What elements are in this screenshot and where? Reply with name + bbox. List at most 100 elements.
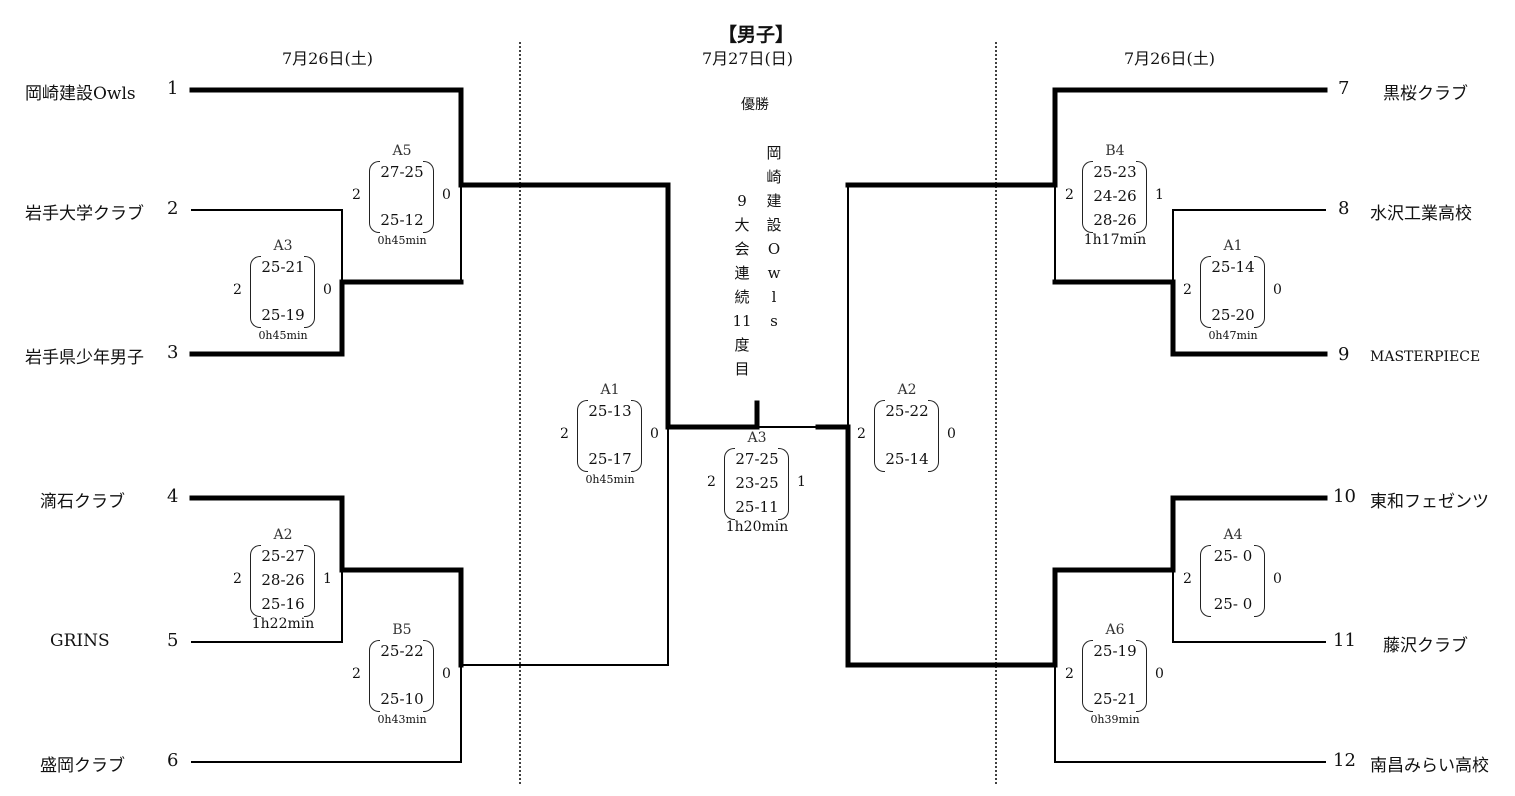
match-code: A2: [273, 527, 293, 543]
sets-won-right: 0: [1273, 282, 1282, 298]
team-seed: 2: [167, 198, 179, 219]
set-score: 25-19: [261, 306, 305, 324]
sets-won-right: 0: [442, 187, 451, 203]
champion-note-char: 会: [734, 240, 750, 258]
champion-note-char: 9: [737, 192, 747, 210]
team-seed: 7: [1338, 78, 1350, 99]
sets-won-left: 2: [1065, 187, 1074, 203]
date-center: 7月27日(日): [702, 49, 794, 68]
set-score: 25-13: [588, 402, 632, 420]
champion-name-char: l: [771, 288, 777, 306]
match-duration: 0h45min: [585, 473, 635, 486]
sets-won-right: 0: [947, 426, 956, 442]
set-score: 25-22: [380, 642, 424, 660]
team-name: 黒桜クラブ: [1383, 84, 1468, 104]
set-score: 25-23: [1093, 163, 1137, 181]
set-score: 25-10: [380, 690, 424, 708]
set-score: 28-26: [261, 571, 305, 589]
champion-note-char: 連: [734, 264, 750, 282]
team-seed: 4: [167, 486, 179, 507]
set-score: 25-21: [1093, 690, 1137, 708]
sets-won-right: 0: [1273, 571, 1282, 587]
sets-won-right: 0: [1155, 666, 1164, 682]
team-seed: 11: [1333, 630, 1356, 651]
date-left: 7月26日(土): [282, 49, 374, 68]
set-score: 25- 0: [1213, 595, 1253, 613]
match-code: A2: [897, 382, 917, 398]
team-name: 岩手県少年男子: [25, 348, 144, 368]
match-code: B4: [1105, 143, 1125, 159]
page-title: 【男子】: [718, 24, 795, 46]
champion-name-char: 崎: [766, 168, 782, 186]
sets-won-left: 2: [352, 187, 361, 203]
team-seed: 3: [167, 342, 179, 363]
team-name: 盛岡クラブ: [40, 756, 125, 776]
match-code: A1: [600, 382, 620, 398]
date-right: 7月26日(土): [1124, 49, 1216, 68]
set-score: 24-26: [1093, 187, 1137, 205]
set-score: 25-16: [261, 595, 305, 613]
set-score: 25-14: [885, 450, 929, 468]
set-score: 25-20: [1211, 306, 1255, 324]
team-name: 南昌みらい高校: [1370, 756, 1489, 776]
champion-name-char: O: [767, 240, 781, 258]
team-seed: 8: [1338, 198, 1350, 219]
team-seed: 9: [1338, 344, 1350, 365]
champion-name-char: 設: [766, 216, 782, 234]
sets-won-left: 2: [233, 571, 242, 587]
champion-note-char: 大: [734, 216, 750, 234]
match-duration: 0h39min: [1090, 713, 1140, 726]
sets-won-right: 1: [1155, 187, 1164, 203]
sets-won-left: 2: [352, 666, 361, 682]
sets-won-left: 2: [560, 426, 569, 442]
team-name: 東和フェゼンツ: [1370, 492, 1489, 512]
match-code: A3: [747, 430, 767, 446]
match-duration: 0h45min: [377, 234, 427, 247]
set-score: 27-25: [380, 163, 424, 181]
sets-won-left: 2: [1183, 571, 1192, 587]
set-score: 25-11: [735, 498, 779, 516]
sets-won-right: 0: [442, 666, 451, 682]
set-score: 25-14: [1211, 258, 1255, 276]
match-code: A6: [1105, 622, 1125, 638]
sets-won-left: 2: [1065, 666, 1074, 682]
champion-label: 優勝: [741, 97, 769, 113]
match-duration: 0h43min: [377, 713, 427, 726]
team-name: 岩手大学クラブ: [25, 204, 144, 224]
champion-note-char: 度: [734, 336, 750, 354]
team-name: 藤沢クラブ: [1383, 636, 1468, 656]
sets-won-right: 0: [323, 282, 332, 298]
match-duration: 0h45min: [258, 329, 308, 342]
team-name: 岡崎建設Owls: [25, 84, 136, 104]
match-code: A5: [392, 143, 412, 159]
team-name: MASTERPIECE: [1370, 349, 1481, 365]
team-seed: 1: [167, 78, 179, 99]
sets-won-right: 1: [323, 571, 332, 587]
champion-name-char: 建: [766, 192, 782, 210]
champion-name-char: s: [770, 312, 778, 330]
match-duration: 1h17min: [1083, 232, 1147, 248]
match-code: A3: [273, 238, 293, 254]
set-score: 25-22: [885, 402, 929, 420]
champion-note-char: 続: [734, 288, 750, 306]
champion-note-char: 目: [734, 360, 750, 378]
champion-name-char: w: [767, 264, 781, 282]
set-score: 25-12: [380, 211, 424, 229]
set-score: 23-25: [735, 474, 779, 492]
sets-won-left: 2: [1183, 282, 1192, 298]
sets-won-left: 2: [857, 426, 866, 442]
team-seed: 12: [1333, 750, 1356, 771]
match-duration: 1h20min: [725, 519, 789, 535]
set-score: 25-27: [261, 547, 305, 565]
match-duration: 0h47min: [1208, 329, 1258, 342]
team-name: 滴石クラブ: [40, 492, 125, 512]
match-duration: 1h22min: [251, 616, 315, 632]
sets-won-right: 1: [797, 474, 806, 490]
champion-note-char: 11: [732, 312, 752, 330]
set-score: 25-21: [261, 258, 305, 276]
sets-won-right: 0: [650, 426, 659, 442]
set-score: 27-25: [735, 450, 779, 468]
set-score: 25-17: [588, 450, 632, 468]
team-seed: 10: [1333, 486, 1356, 507]
